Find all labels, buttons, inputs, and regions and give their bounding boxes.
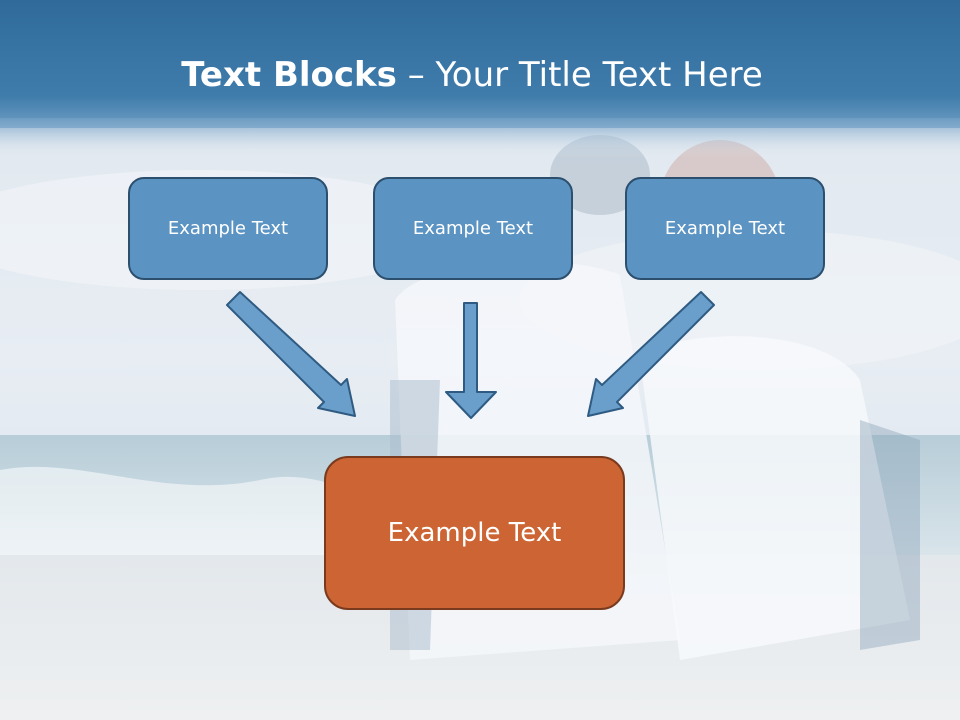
main-text-block-label: Example Text — [387, 518, 562, 548]
text-block-left-label: Example Text — [167, 218, 289, 239]
text-block-center[interactable]: Example Text — [373, 177, 573, 280]
main-text-block[interactable]: Example Text — [324, 456, 625, 610]
text-block-right-label: Example Text — [664, 218, 786, 239]
title-subtext: Your Title Text Here — [435, 55, 763, 95]
text-block-left[interactable]: Example Text — [128, 177, 328, 280]
text-block-right[interactable]: Example Text — [625, 177, 825, 280]
text-block-center-label: Example Text — [412, 218, 534, 239]
title-dash: – — [407, 55, 425, 95]
title-bold-text: Text Blocks — [181, 55, 397, 95]
arrow-down-right-icon — [226, 291, 356, 417]
page-title: Text Blocks – Your Title Text Here — [0, 52, 944, 98]
arrow-down-left-icon — [587, 291, 715, 417]
arrow-down-icon — [445, 302, 497, 419]
